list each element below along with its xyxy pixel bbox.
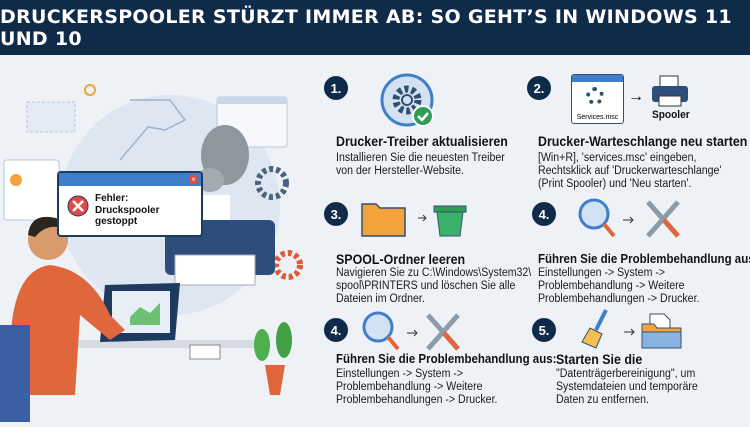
broom-to-folder-icon (581, 309, 682, 349)
step-body: Einstellungen -> System -> Problembehand… (538, 267, 700, 305)
step-title: SPOOL-Ordner leeren (336, 252, 466, 267)
step-number: 3. (324, 202, 348, 226)
close-icon[interactable]: × (189, 175, 198, 184)
step-title: Drucker-Treiber aktualisieren (336, 134, 508, 149)
step-title: Drucker-Warteschlange neu starten (538, 134, 748, 149)
step-body: "Datenträgerbereinigung", um Systemdatei… (556, 368, 698, 406)
step-title: Führen Sie die Problembehandlung aus: (336, 352, 557, 366)
step-number: 1. (324, 76, 348, 100)
search-to-tools-icon (362, 311, 460, 351)
person-at-laptop-illustration (0, 84, 303, 422)
step-body: Installieren Sie die neuesten Treiber vo… (336, 152, 505, 177)
step-number: 4. (324, 318, 348, 342)
services-window-icon: Services.msc (571, 74, 624, 124)
step-number: 4. (532, 202, 556, 226)
arrow-right-icon: → (628, 88, 644, 105)
header: DRUCKERSPOOLER STÜRZT IMMER AB: SO GEHT’… (0, 0, 750, 55)
page-title: DRUCKERSPOOLER STÜRZT IMMER AB: SO GEHT’… (0, 5, 732, 50)
gear-check-icon (380, 73, 434, 127)
spooler-label: Spooler (652, 109, 690, 121)
error-message: Fehler: Druckspooler gestoppt (95, 193, 160, 227)
step-body: [Win+R], 'services.msc' eingeben, Rechts… (538, 152, 722, 190)
printer-icon (652, 75, 688, 107)
step-number: 5. (532, 318, 556, 342)
step-body: Navigieren Sie zu C:\Windows\System32\ s… (336, 267, 532, 305)
step-number: 2. (527, 76, 551, 100)
folder-to-trash-icon (361, 203, 467, 237)
step-title: Starten Sie die (556, 352, 643, 367)
illustration: × Fehler: Druckspooler gestoppt (0, 55, 320, 422)
error-icon (67, 195, 89, 217)
search-to-tools-icon (578, 198, 680, 238)
error-dialog: × Fehler: Druckspooler gestoppt (57, 171, 203, 237)
step-body: Einstellungen -> System -> Problembehand… (336, 368, 498, 406)
step-title: Führen Sie die Problembehandlung aus: (538, 252, 750, 266)
